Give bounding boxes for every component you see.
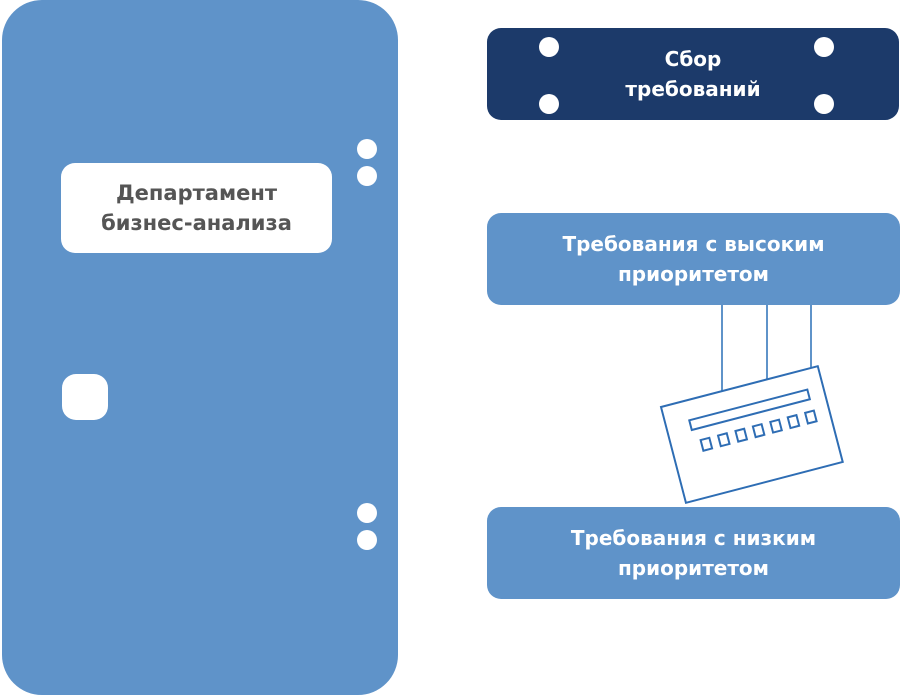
department-panel: [2, 0, 398, 695]
high-line1: Требования с высоким: [562, 232, 825, 256]
card-key: [751, 422, 766, 439]
card-key: [786, 413, 801, 430]
door-handle-icon: [62, 374, 108, 420]
card-key: [769, 418, 783, 434]
card-body: [659, 364, 844, 505]
card-key: [699, 436, 714, 452]
screw-icon: [539, 37, 559, 57]
upper-dot-icon: [357, 166, 377, 186]
card-key: [734, 427, 749, 443]
low-line2: приоритетом: [617, 556, 770, 580]
lower-dot-icon: [357, 530, 377, 550]
upper-dot-icon: [357, 139, 377, 159]
collect-line2: требований: [625, 77, 761, 101]
screw-icon: [539, 94, 559, 114]
department-label: Департамент бизнес-анализа: [61, 163, 332, 253]
card-key: [803, 409, 818, 425]
screw-icon: [814, 37, 834, 57]
high-priority-box: Требования с высоким приоритетом: [487, 213, 900, 305]
collect-line1: Сбор: [664, 47, 722, 71]
lower-dot-icon: [357, 503, 377, 523]
low-priority-box: Требования с низким приоритетом: [487, 507, 900, 599]
department-line2: бизнес-анализа: [101, 211, 292, 235]
card-key: [716, 432, 731, 448]
low-line1: Требования с низким: [570, 526, 817, 550]
screw-icon: [814, 94, 834, 114]
department-line1: Департамент: [115, 181, 278, 205]
card-slot: [688, 388, 812, 432]
high-line2: приоритетом: [617, 262, 770, 286]
